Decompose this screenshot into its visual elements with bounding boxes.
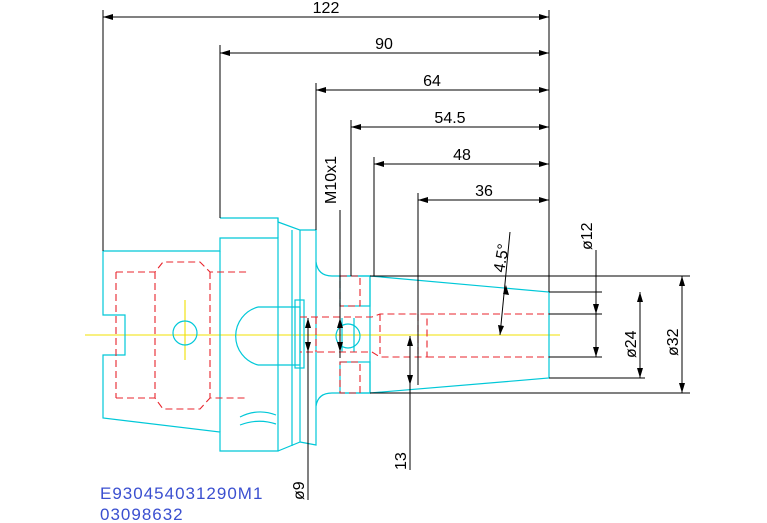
dim-thread: M10x1 <box>323 156 340 204</box>
dim-122: 122 <box>313 0 340 17</box>
dimension-lines <box>102 10 690 500</box>
dim-angle: 4.5° <box>491 243 513 274</box>
dim-54-5: 54.5 <box>434 110 465 127</box>
dim-dia-24: ø24 <box>623 330 640 358</box>
dim-64: 64 <box>423 73 441 90</box>
hidden-lines <box>115 261 549 410</box>
drawing-number: 03098632 <box>100 505 184 523</box>
dim-90: 90 <box>375 36 393 53</box>
dim-dia-9: ø9 <box>291 481 308 500</box>
part-code: E930454031290M1 <box>100 484 263 503</box>
part-outline <box>102 217 550 452</box>
dim-48: 48 <box>453 147 471 164</box>
dim-36: 36 <box>475 183 493 200</box>
dim-dia-12: ø12 <box>579 222 596 250</box>
dim-13: 13 <box>393 452 410 470</box>
dim-dia-32: ø32 <box>665 328 682 356</box>
